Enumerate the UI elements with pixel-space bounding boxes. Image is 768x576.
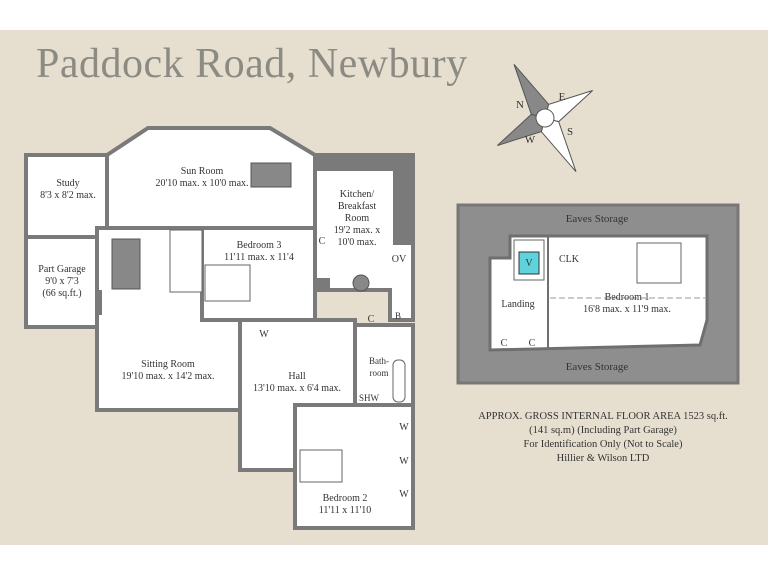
- wardrobe-marker: W: [259, 329, 269, 340]
- bed-2: [299, 449, 343, 483]
- compass-e: E: [559, 91, 566, 103]
- room-clk: CLK: [559, 254, 579, 265]
- page-title: Paddock Road, Newbury: [36, 41, 468, 87]
- bedroom-3-room: [200, 226, 317, 322]
- cupboard-marker: C: [528, 338, 536, 349]
- round-table: [352, 274, 370, 292]
- compass-rose-icon: [497, 63, 593, 173]
- shower-marker: SHW: [359, 393, 379, 403]
- note-line: APPROX. GROSS INTERNAL FLOOR AREA 1523 s…: [478, 411, 728, 422]
- room-bathroom: Bath- room: [369, 356, 389, 378]
- note-line: (141 sq.m) (Including Part Garage): [529, 425, 677, 436]
- stairs: [169, 229, 203, 293]
- eaves-storage-bottom: Eaves Storage: [565, 361, 629, 373]
- compass-n: N: [516, 99, 524, 111]
- oven-marker: OV: [391, 254, 407, 265]
- bed-1: [636, 242, 682, 284]
- boiler-marker: B: [394, 311, 402, 321]
- bed-3: [204, 264, 251, 302]
- bathtub: [392, 359, 406, 403]
- cupboard-marker: C: [500, 338, 508, 349]
- note-line: For Identification Only (Not to Scale): [523, 439, 683, 450]
- eaves-storage-top: Eaves Storage: [565, 213, 629, 225]
- dining-table-sun-room: [250, 162, 292, 188]
- cupboard-marker: C: [367, 314, 375, 325]
- floor-area-notes: APPROX. GROSS INTERNAL FLOOR AREA 1523 s…: [478, 410, 728, 466]
- velux-marker: V: [525, 258, 533, 269]
- compass-w: W: [525, 134, 536, 146]
- wardrobe-marker: W: [399, 456, 409, 467]
- wardrobe-marker: W: [399, 489, 409, 500]
- note-line: Hillier & Wilson LTD: [556, 453, 650, 464]
- cupboard-marker: C: [318, 236, 326, 247]
- room-landing: Landing: [501, 299, 535, 310]
- velux-window: [518, 251, 540, 275]
- wardrobe-marker: W: [399, 422, 409, 433]
- dining-table-sitting-room: [111, 238, 141, 290]
- compass-s: S: [567, 126, 573, 138]
